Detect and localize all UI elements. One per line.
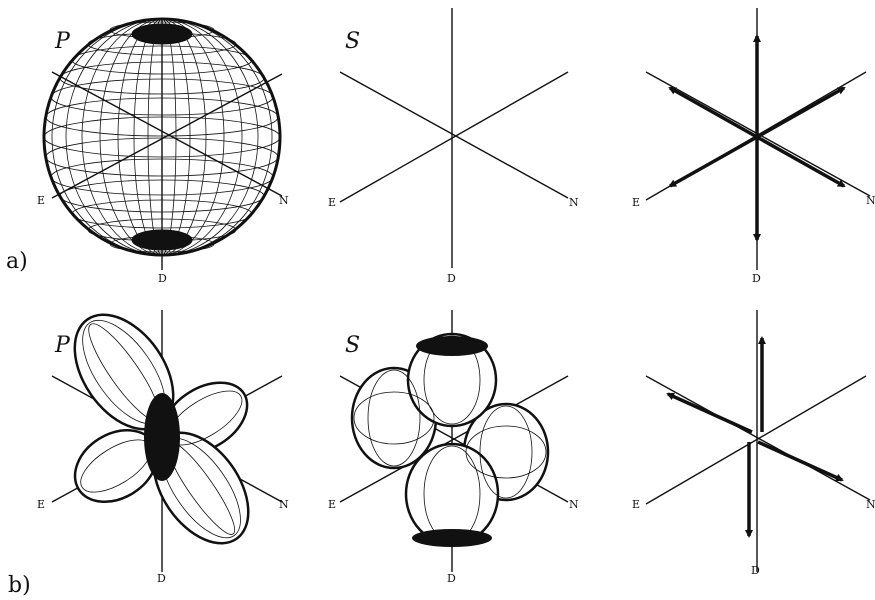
- panel-b-p: P E N D: [37, 297, 289, 585]
- force-arrows: [670, 36, 844, 240]
- axis-label-north: N: [866, 498, 875, 511]
- axis-label-down: D: [447, 272, 456, 285]
- axis-label-down: D: [752, 272, 761, 285]
- panel-b-forces: E N D: [632, 310, 875, 577]
- wave-label-p: P: [54, 29, 71, 54]
- axis-label-north: N: [279, 194, 289, 207]
- axis-label-north: N: [866, 194, 875, 207]
- axis-label-down: D: [751, 564, 760, 577]
- row-label-b: b): [8, 573, 31, 598]
- panel-a-forces: E N D: [632, 8, 875, 285]
- axis-label-north: N: [569, 196, 579, 209]
- axis-label-down: D: [447, 572, 456, 585]
- panel-a-s: S E N D: [328, 8, 579, 285]
- axis-lines: [340, 8, 568, 268]
- wave-label-s: S: [345, 333, 360, 358]
- wave-label-p: P: [54, 333, 71, 358]
- isotropic-sphere: [44, 19, 280, 255]
- axis-label-east: E: [328, 196, 336, 209]
- panel-a-p: P E N D: [37, 18, 289, 285]
- axis-label-east: E: [632, 196, 640, 209]
- wave-label-s: S: [345, 29, 360, 54]
- axis-label-down: D: [158, 272, 167, 285]
- row-label-a: a): [6, 249, 28, 274]
- axis-lines: [646, 310, 870, 572]
- panel-b-s: S E N D: [328, 310, 579, 585]
- axis-label-north: N: [569, 498, 579, 511]
- p-lobes: [55, 297, 268, 561]
- axis-label-north: N: [279, 498, 289, 511]
- axis-label-east: E: [37, 194, 45, 207]
- axis-label-east: E: [328, 498, 336, 511]
- axis-label-east: E: [37, 498, 45, 511]
- axis-label-down: D: [157, 572, 166, 585]
- axis-label-east: E: [632, 498, 640, 511]
